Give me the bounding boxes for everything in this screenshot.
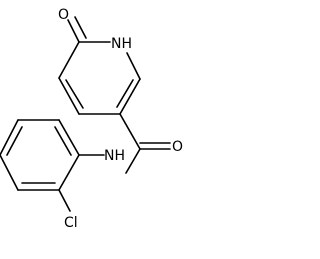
- bond-c5-c4-inner: [65, 79, 84, 109]
- bond-c6-o1-double: [74, 16, 87, 39]
- bond-ph6-ph1: [58, 119, 80, 156]
- bond-ph6-ph1-inner: [54, 126, 72, 156]
- bond-ph2-cl: [58, 189, 71, 212]
- bond-c5-c4: [58, 77, 80, 115]
- bond-ph3-ph4: [0, 154, 19, 191]
- atom-label-o2: O: [172, 139, 183, 155]
- bond-c3-c2: [119, 78, 141, 115]
- atom-labels: O NH O NH Cl: [58, 7, 183, 231]
- atom-label-n2: NH: [104, 148, 125, 164]
- bonds: [0, 16, 171, 212]
- bond-c6-o1: [67, 19, 80, 43]
- molecule-structure: O NH O NH Cl: [0, 7, 183, 231]
- bond-ph4-ph5-inner: [6, 126, 23, 156]
- atom-label-o1: O: [58, 7, 69, 23]
- bond-camide-n2: [125, 148, 141, 174]
- bond-ph1-ph2: [58, 154, 80, 191]
- bond-c3-camide: [119, 113, 141, 150]
- bond-c6-c5: [58, 41, 80, 79]
- bond-ph4-ph5: [0, 119, 19, 156]
- bond-c2-n1: [126, 52, 141, 80]
- atom-label-cl: Cl: [64, 215, 78, 231]
- atom-label-n1: NH: [111, 36, 132, 52]
- bond-c3-c2-inner: [116, 79, 134, 108]
